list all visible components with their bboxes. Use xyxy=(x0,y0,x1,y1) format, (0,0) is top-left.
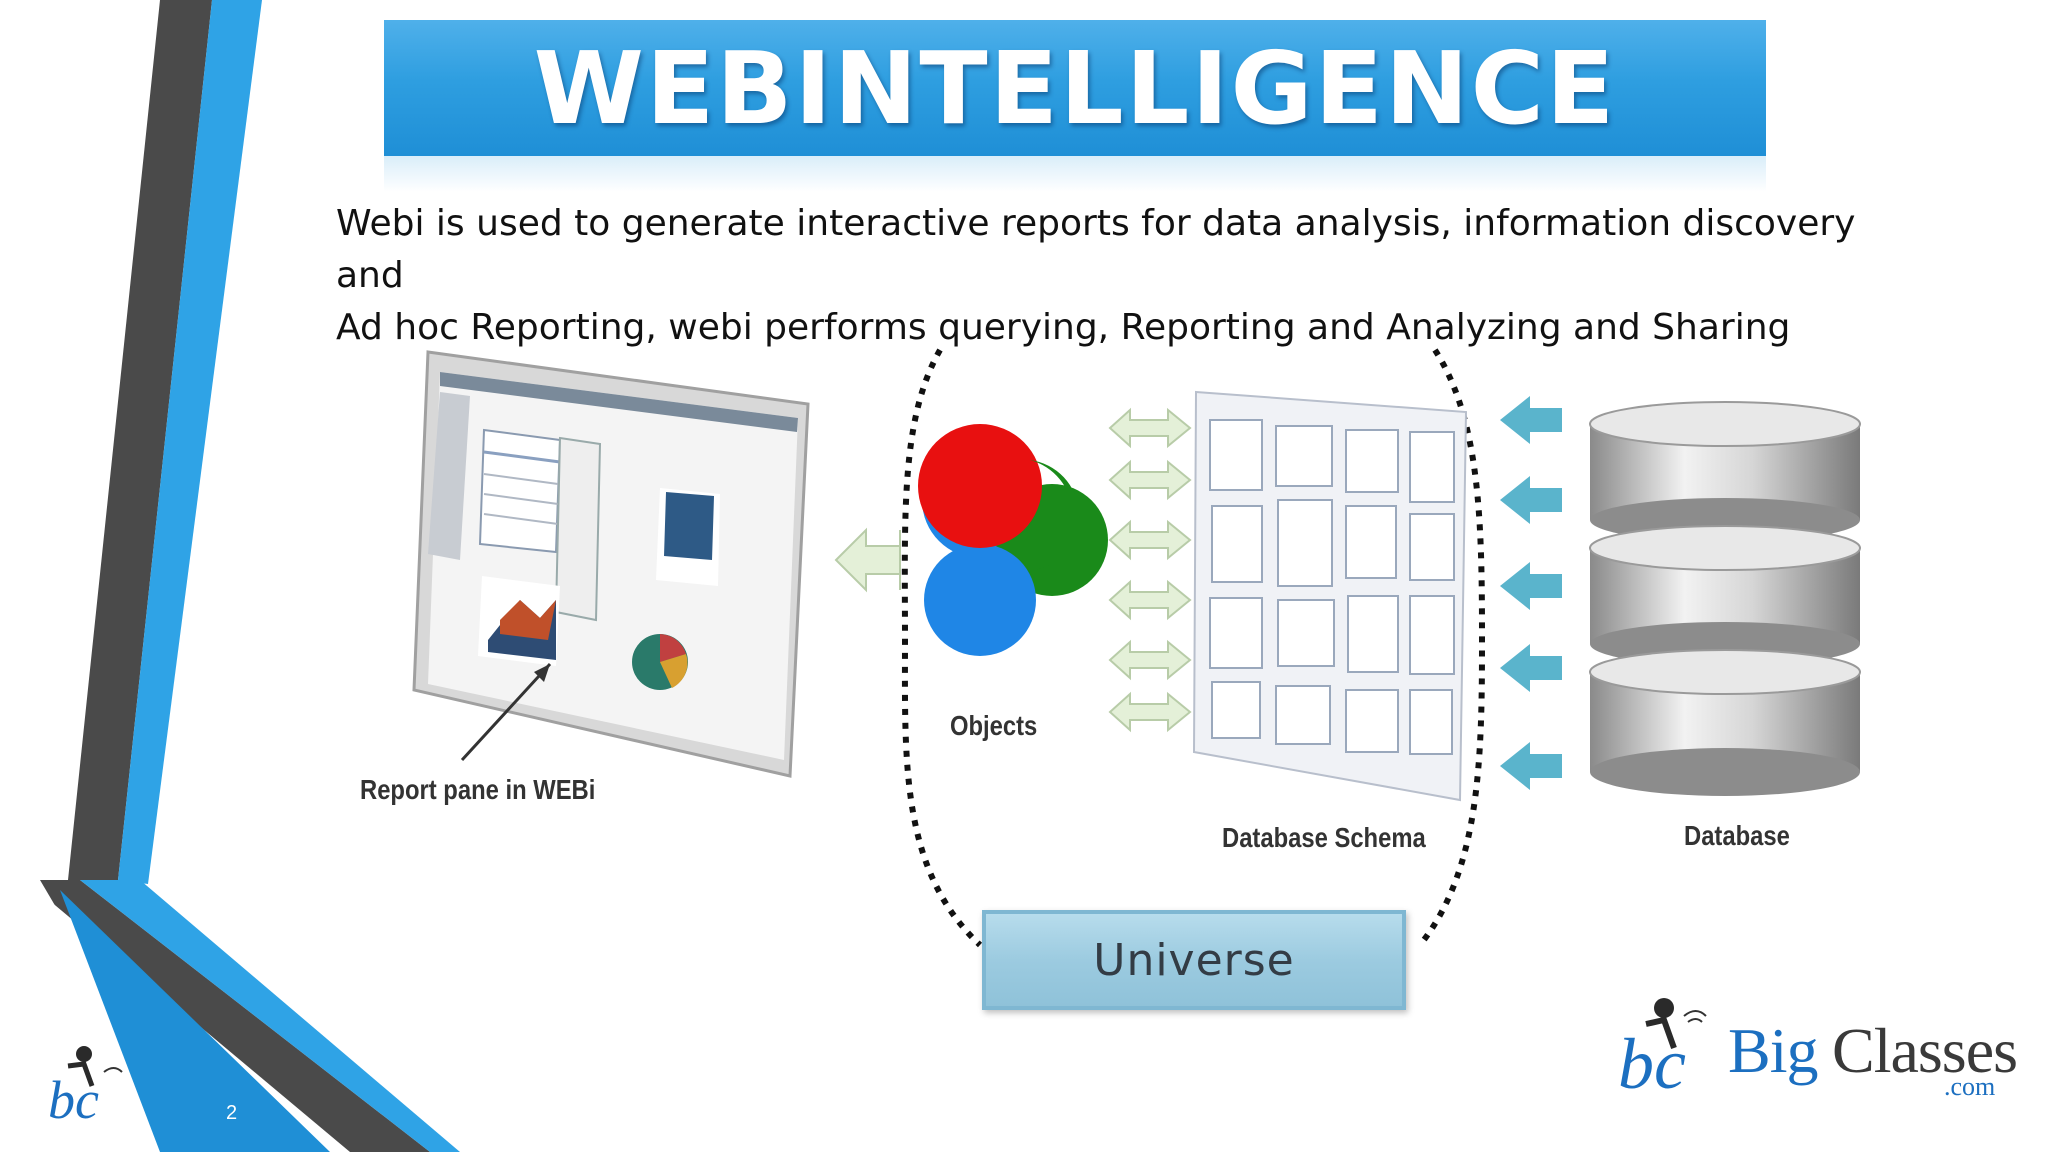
page-number: 2 xyxy=(226,1102,238,1124)
body-line-2: Ad hoc Reporting, webi performs querying… xyxy=(336,307,1791,348)
title-banner: WEBINTELLIGENCE xyxy=(384,20,1766,156)
body-line-1: Webi is used to generate interactive rep… xyxy=(336,203,1856,296)
double-arrow-left xyxy=(834,527,901,593)
database-label: Database xyxy=(1684,820,1790,851)
left-decorative-frame xyxy=(0,0,460,1152)
database-schema-label: Database Schema xyxy=(1222,822,1426,853)
universe-label: Universe xyxy=(1093,934,1295,986)
database-arrows xyxy=(1500,396,1562,790)
objects-label: Objects xyxy=(950,710,1038,741)
bc-logo-small-icon: bc xyxy=(48,1046,123,1130)
brand-classes: Classes xyxy=(1832,1015,2018,1086)
slide-body: Webi is used to generate interactive rep… xyxy=(336,198,1896,354)
title-reflection xyxy=(384,156,1766,192)
universe-box: Universe xyxy=(982,910,1406,1010)
svg-text:bc: bc xyxy=(48,1070,99,1130)
universe-boundary xyxy=(901,348,1486,948)
big-classes-logo: bc Big Classes .com xyxy=(1618,996,2018,1106)
brand-big: Big xyxy=(1728,1015,1818,1086)
objects-venn xyxy=(918,424,1108,656)
svg-text:bc: bc xyxy=(1618,1024,1686,1104)
report-screenshot xyxy=(412,350,810,778)
report-pane-label: Report pane in WEBi xyxy=(360,774,596,805)
database-cylinders xyxy=(1589,401,1861,796)
database-schema-grid xyxy=(1192,390,1468,802)
bc-logo-icon: bc xyxy=(1618,998,1707,1104)
brand-com: .com xyxy=(1944,1072,1996,1101)
objects-schema-arrows xyxy=(1108,407,1192,733)
slide-title: WEBINTELLIGENCE xyxy=(533,29,1617,147)
